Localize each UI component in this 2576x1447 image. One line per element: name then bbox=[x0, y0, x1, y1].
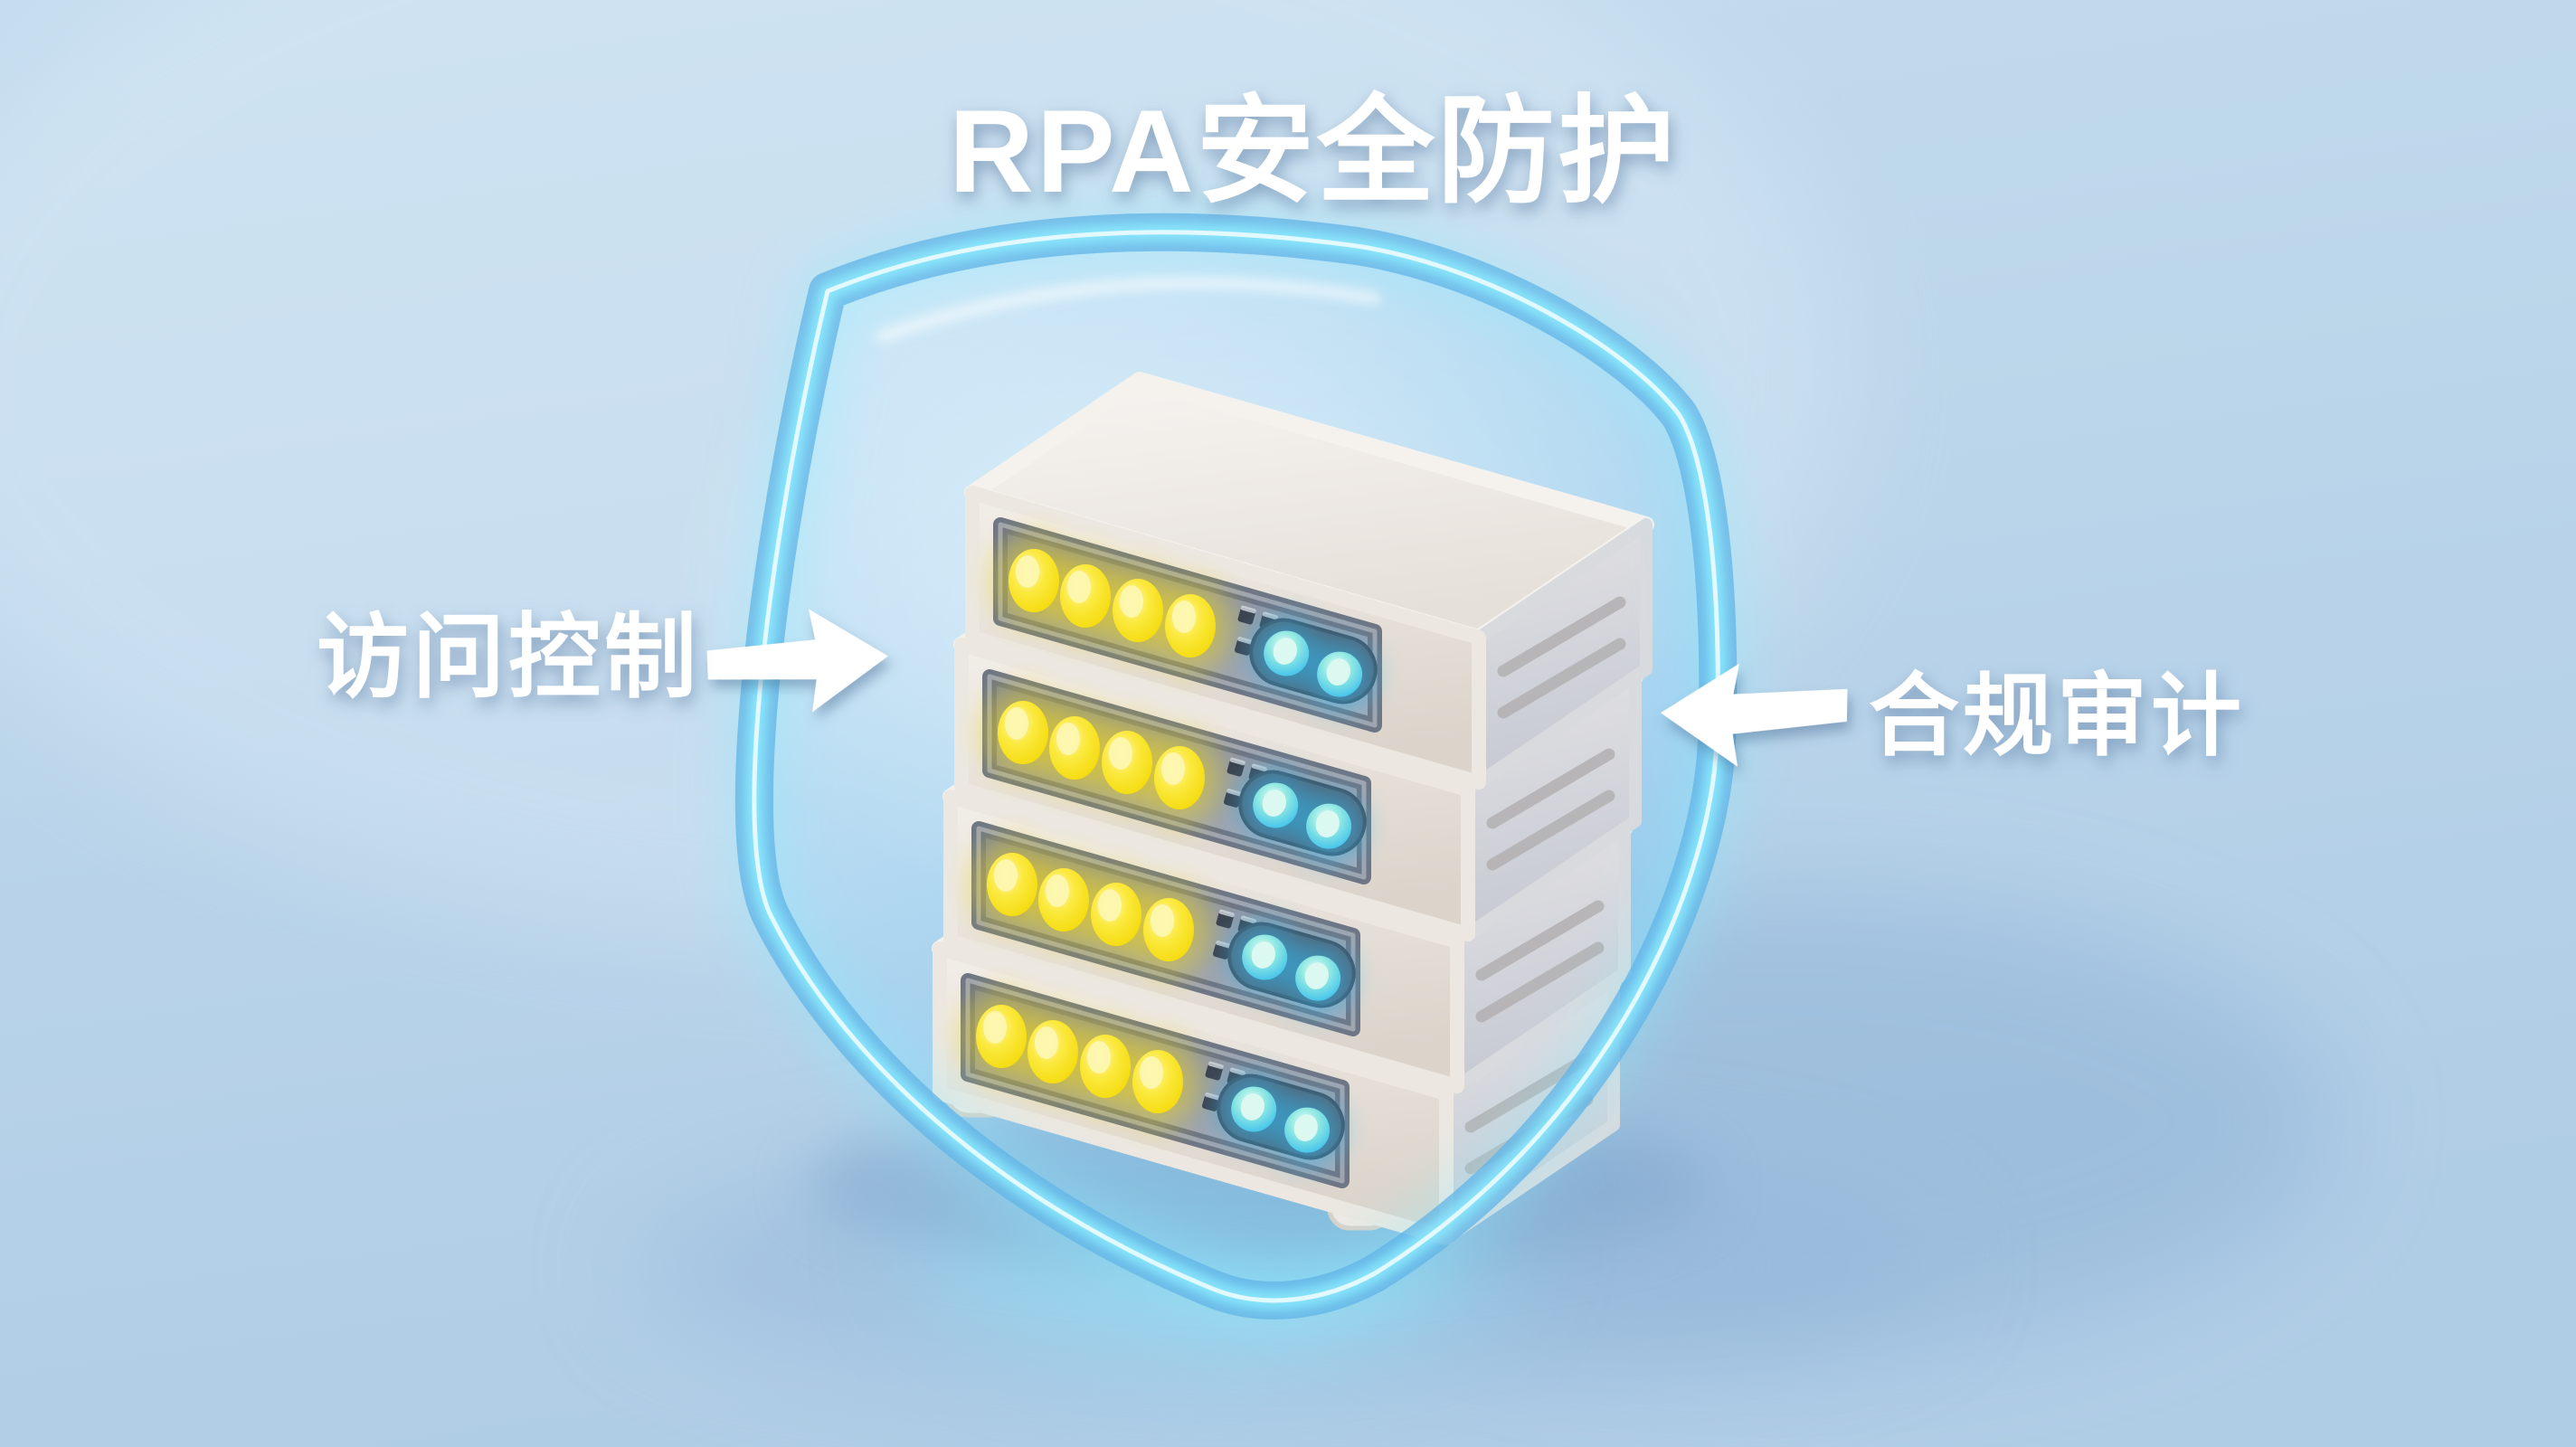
shield-specular-highlight bbox=[876, 277, 1381, 343]
label-compliance-audit: 合规审计 bbox=[1869, 666, 2245, 767]
access-control-arrow-icon bbox=[706, 609, 888, 713]
compliance-audit-arrow-icon bbox=[1661, 663, 1848, 767]
diagram-title: RPA安全防护 bbox=[949, 85, 1678, 217]
label-access-control: 访问控制 bbox=[317, 606, 700, 709]
shield-rim bbox=[724, 203, 1747, 1329]
